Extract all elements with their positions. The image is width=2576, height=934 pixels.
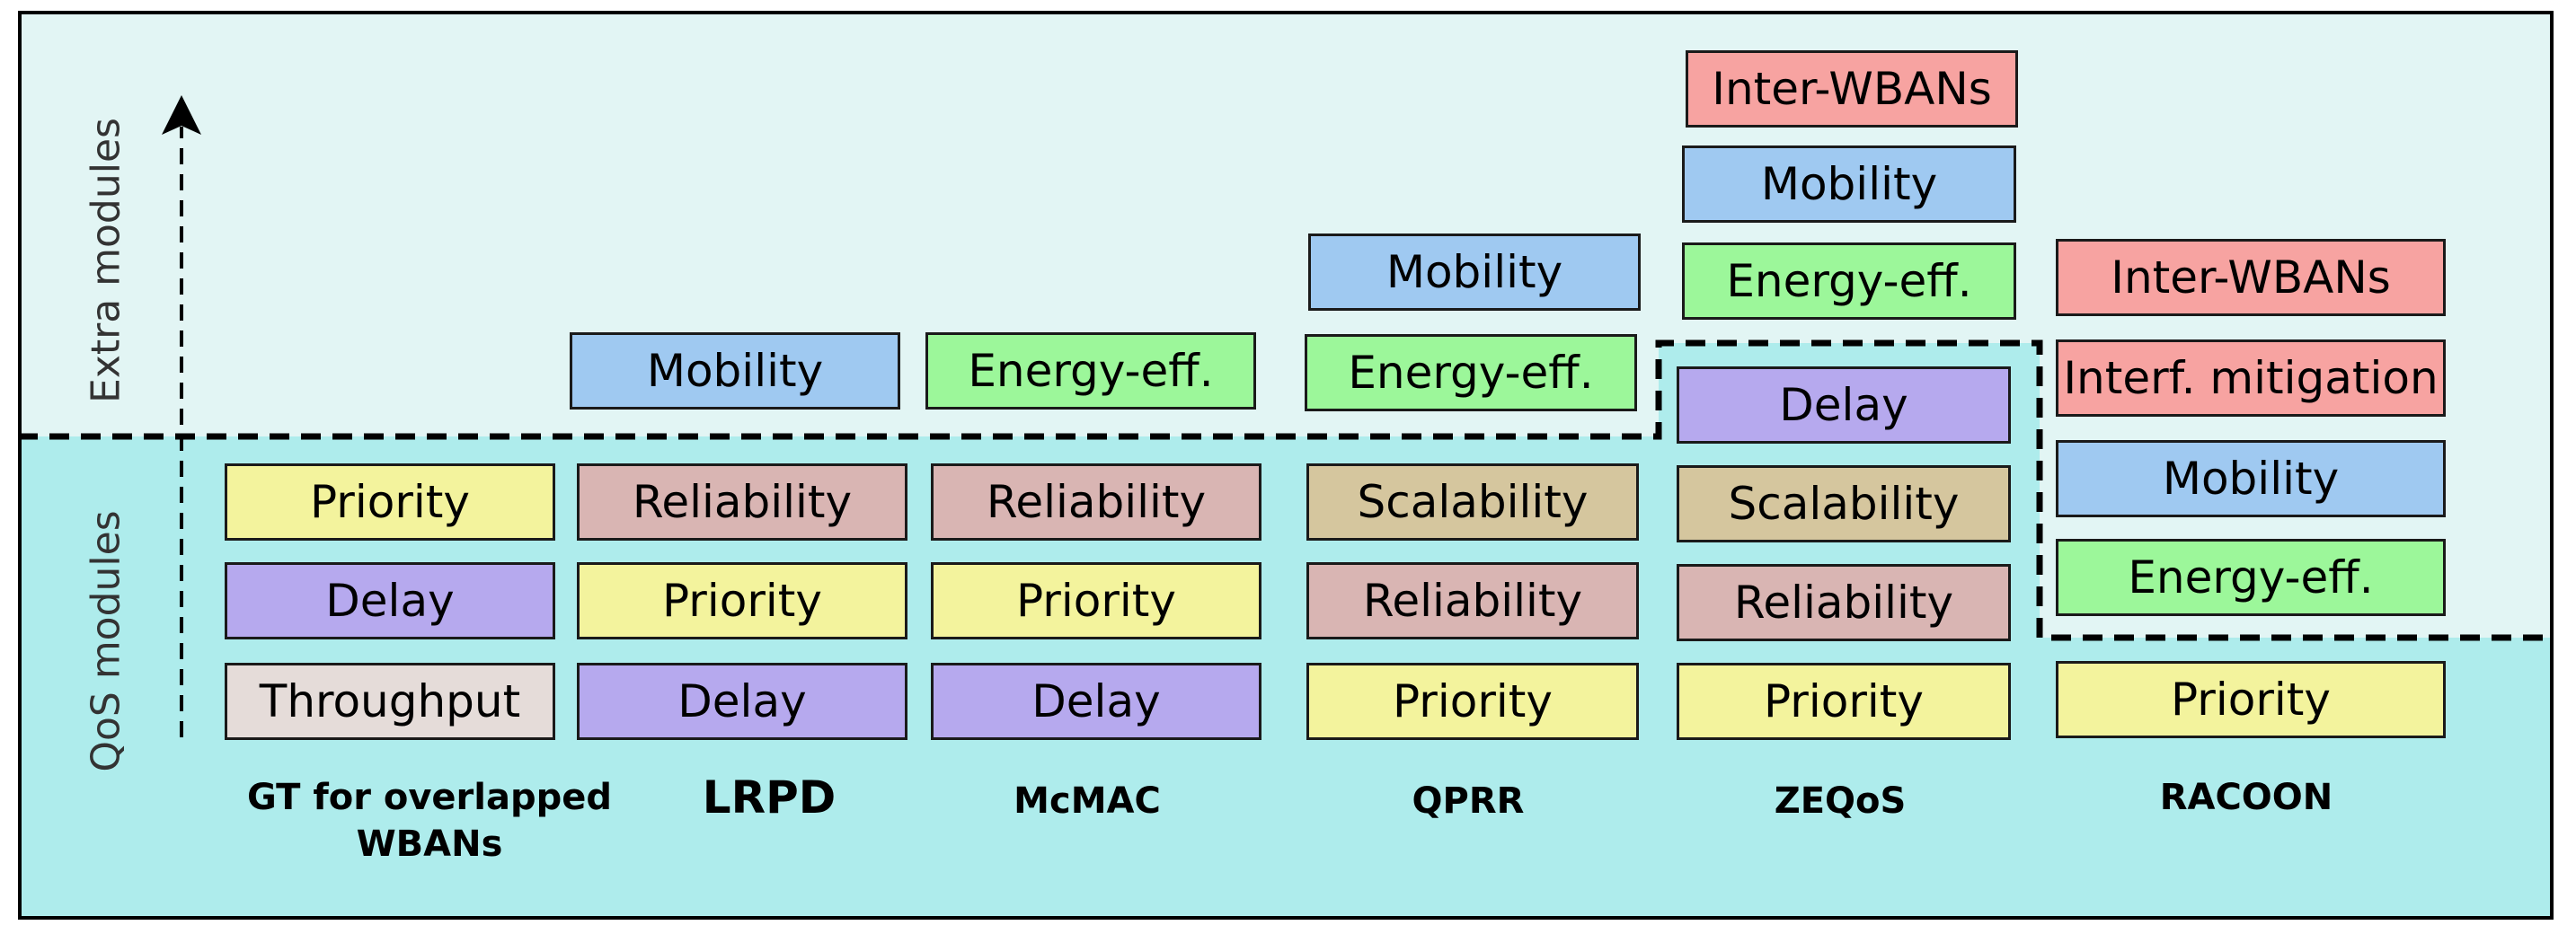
qos-boundary-line	[22, 339, 2550, 641]
module-interf-mitigation: Interf. mitigation	[2056, 339, 2446, 417]
protocol-name-racoon: RACOON	[2159, 777, 2333, 818]
module-mobility: Mobility	[570, 332, 900, 410]
module-delay: Delay	[1677, 366, 2011, 444]
module-inter-wbans: Inter-WBANs	[2056, 239, 2446, 316]
module-priority: Priority	[931, 562, 1261, 639]
module-reliability: Reliability	[577, 463, 907, 541]
module-priority: Priority	[1306, 663, 1639, 740]
module-mobility: Mobility	[2056, 440, 2446, 517]
module-mobility: Mobility	[1682, 145, 2016, 223]
module-delay: Delay	[225, 562, 555, 639]
protocol-name-line: WBANs	[356, 824, 503, 865]
qos-modules-label: QoS modules	[83, 510, 129, 772]
module-throughput: Throughput	[225, 663, 555, 740]
module-priority: Priority	[225, 463, 555, 541]
protocol-name-lrpd: LRPD	[702, 771, 837, 824]
protocol-name-line: GT for overlapped	[246, 777, 612, 818]
module-priority: Priority	[577, 562, 907, 639]
module-reliability: Reliability	[1306, 562, 1639, 639]
module-scalability: Scalability	[1306, 463, 1639, 541]
module-priority: Priority	[1677, 663, 2011, 740]
protocol-name-gt: GT for overlapped WBANs	[223, 774, 636, 868]
module-reliability: Reliability	[1677, 564, 2011, 641]
protocol-name-qprr: QPRR	[1412, 780, 1525, 822]
module-inter-wbans: Inter-WBANs	[1686, 50, 2018, 128]
module-delay: Delay	[577, 663, 907, 740]
module-mobility: Mobility	[1308, 234, 1641, 311]
axis-arrow-head	[162, 95, 201, 135]
extra-modules-label: Extra modules	[83, 118, 129, 403]
module-energy-eff: Energy-eff.	[1682, 242, 2016, 320]
module-reliability: Reliability	[931, 463, 1261, 541]
module-energy-eff: Energy-eff.	[2056, 539, 2446, 616]
module-scalability: Scalability	[1677, 465, 2011, 542]
module-energy-eff: Energy-eff.	[925, 332, 1256, 410]
protocol-name-zeqos: ZEQoS	[1774, 780, 1907, 822]
module-delay: Delay	[931, 663, 1261, 740]
protocol-name-mcmac: McMAC	[1014, 780, 1161, 822]
module-priority: Priority	[2056, 661, 2446, 738]
module-energy-eff: Energy-eff.	[1305, 334, 1637, 411]
